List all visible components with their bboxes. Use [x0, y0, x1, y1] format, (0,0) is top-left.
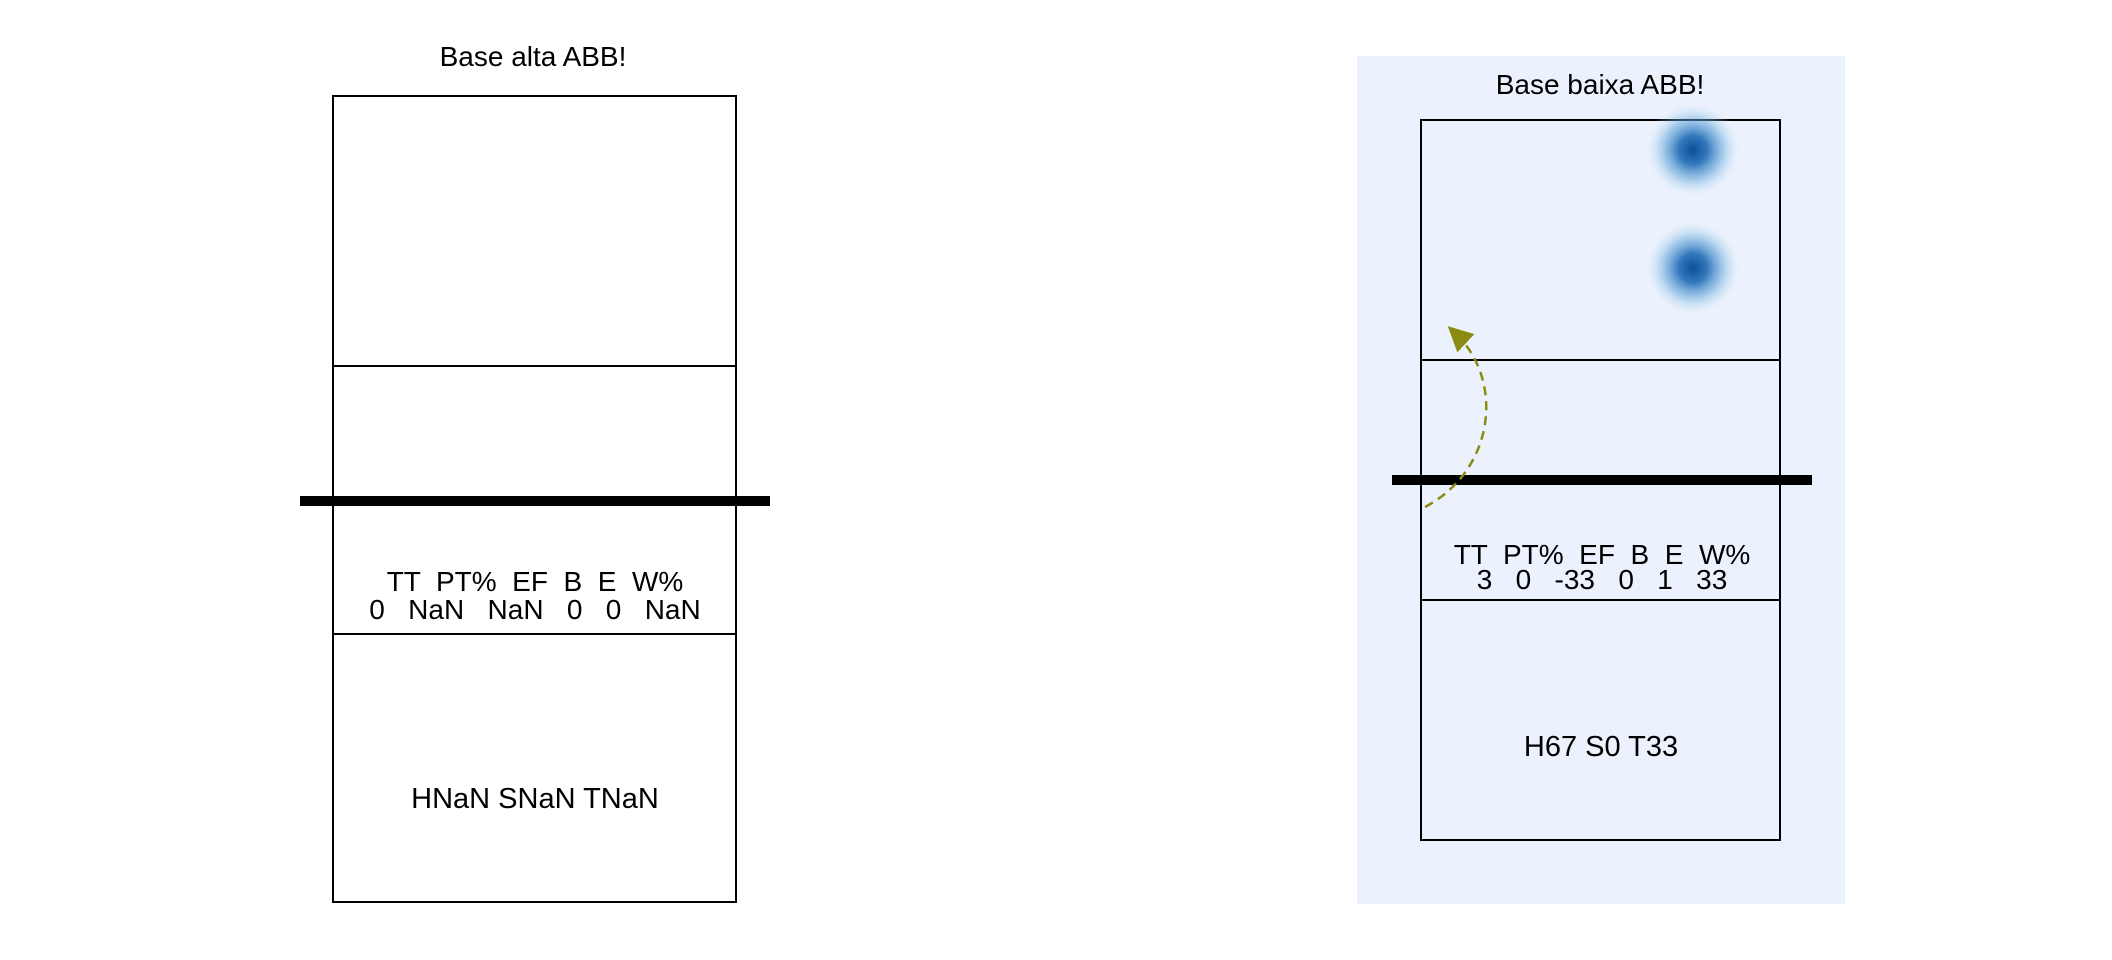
panel-base-baixa: Base baixa ABB! TT PT% EF B E W% 3 0 -33… [1357, 56, 1845, 904]
heat-spot-1 [1645, 102, 1741, 198]
panel-title: Base alta ABB! [440, 41, 627, 72]
stats-values: 3 0 -33 0 1 33 [1477, 564, 1728, 595]
panel-base-alta: Base alta ABB! TT PT% EF B E W% 0 NaN Na… [300, 41, 770, 903]
panel-title: Base baixa ABB! [1496, 69, 1705, 100]
stats-header: TT PT% EF B E W% [1454, 539, 1751, 570]
stats-header: TT PT% EF B E W% [387, 566, 684, 597]
heat-spot-2 [1645, 220, 1741, 316]
summary-label: H67 S0 T33 [1524, 731, 1678, 763]
summary-label: HNaN SNaN TNaN [411, 783, 659, 815]
stats-values: 0 NaN NaN 0 0 NaN [369, 594, 700, 625]
trajectory-arrow [1424, 326, 1488, 509]
